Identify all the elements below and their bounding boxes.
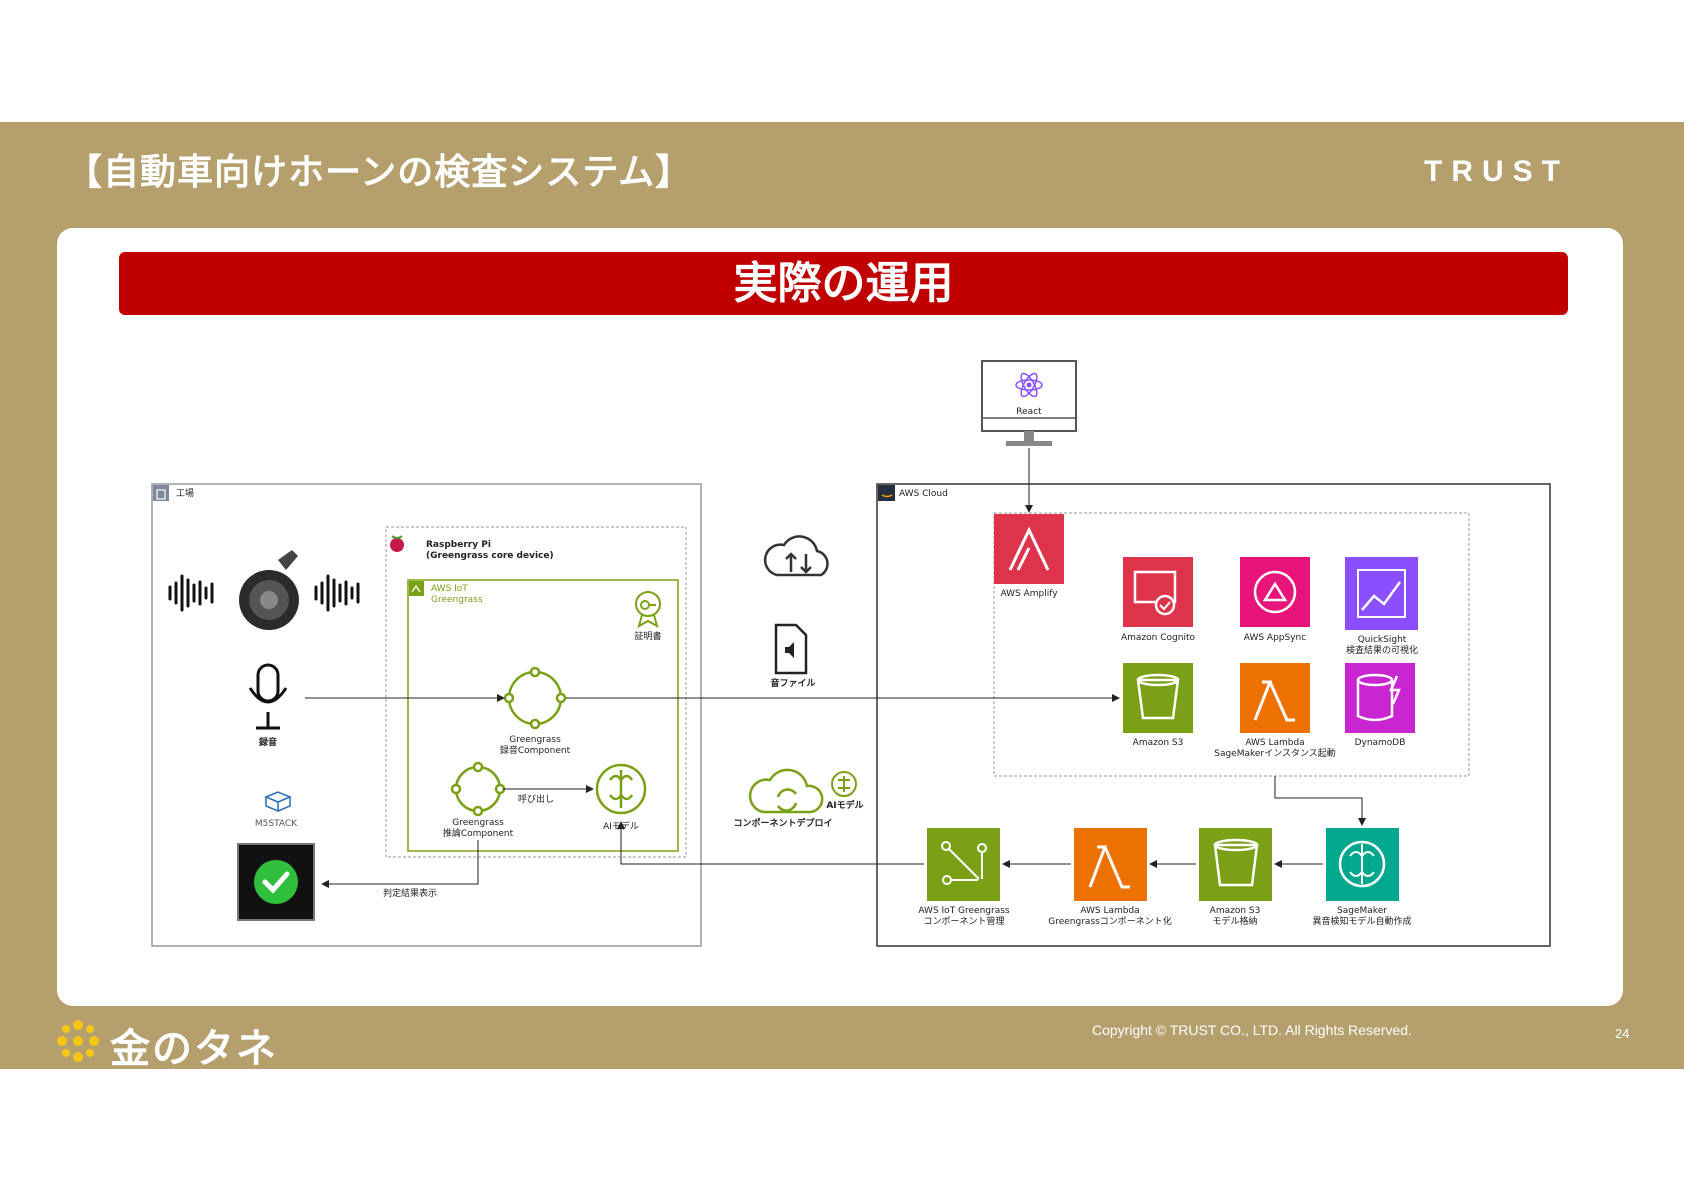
- cognito-icon: [1123, 557, 1193, 627]
- raspberry-subtitle: (Greengrass core device): [426, 551, 554, 561]
- page-number: 24: [1615, 1026, 1630, 1041]
- aws-cloud-icon: [878, 485, 895, 501]
- iot-gg-label-1: AWS IoT Greengrass: [918, 906, 1010, 916]
- call-label: 呼び出し: [518, 795, 555, 805]
- aws-cloud-label: AWS Cloud: [899, 489, 948, 499]
- connectors: [305, 448, 1366, 888]
- greengrass-recording-component-icon: [503, 666, 567, 730]
- quicksight-label-2: 検査結果の可視化: [1345, 646, 1418, 656]
- ai-model-small-icon: [831, 771, 857, 797]
- rec-component-label-2: 録音Component: [499, 746, 571, 756]
- sound-wave-right-icon: [314, 574, 360, 612]
- factory-group: [151, 483, 702, 947]
- aws-cloud-group: [876, 483, 1551, 947]
- ai-model-brain-icon: [595, 763, 647, 815]
- s3-icon: [1123, 663, 1193, 733]
- car-horn-image: [239, 550, 299, 630]
- footer-copyright: Copyright © TRUST CO., LTD. All Rights R…: [1092, 1022, 1412, 1038]
- lambda-label-1: AWS Lambda: [1245, 738, 1305, 748]
- sagemaker-icon: [1326, 828, 1399, 901]
- react-label: React: [1016, 407, 1042, 417]
- greengrass-group-icon: [409, 581, 424, 596]
- rec-component-label-1: Greengrass: [509, 735, 561, 745]
- amplify-icon: [994, 514, 1064, 584]
- greengrass-group-subtitle: Greengrass: [431, 595, 483, 605]
- certificate-label: 証明書: [634, 632, 662, 642]
- component-deploy-cloud-icon: [748, 768, 824, 814]
- greengrass-inference-component-icon: [450, 761, 506, 817]
- m5stack-label: M5STACK: [254, 819, 298, 829]
- component-deploy-label: コンポーネントデプロイ: [733, 819, 833, 829]
- amplify-label: AWS Amplify: [1000, 589, 1058, 599]
- slide-title: 【自動車向けホーンの検査システム】: [66, 152, 693, 193]
- brand-logo: TRUST: [1424, 155, 1569, 188]
- sagemaker-label-2: 異音検知モデル自動作成: [1312, 917, 1412, 927]
- cloud-upload-download-icon: [763, 535, 829, 577]
- sound-wave-left-icon: [168, 574, 214, 612]
- lambda2-label-2: Greengrassコンポーネント化: [1048, 917, 1172, 927]
- record-label: 録音: [258, 738, 277, 748]
- certificate-icon: [635, 591, 661, 629]
- sagemaker-label-1: SageMaker: [1337, 906, 1387, 916]
- arrow-result-to-m5stack: [321, 840, 479, 888]
- m5stack-screen: [237, 843, 315, 921]
- section-banner: 実際の運用: [119, 252, 1568, 315]
- factory-icon: [153, 485, 169, 501]
- arrow-iot-gg-to-ai-model: [617, 821, 924, 865]
- cognito-label: Amazon Cognito: [1121, 633, 1195, 643]
- inf-component-label-2: 推論Component: [442, 829, 514, 839]
- middle-ai-model-label: AIモデル: [826, 801, 864, 811]
- appsync-label: AWS AppSync: [1243, 633, 1307, 643]
- react-monitor-icon: [981, 360, 1077, 446]
- raspberry-title: Raspberry Pi: [426, 540, 491, 550]
- inf-component-label-1: Greengrass: [452, 818, 504, 828]
- quicksight-icon: [1345, 557, 1418, 630]
- lambda-label-2: SageMakerインスタンス起動: [1214, 749, 1336, 759]
- dynamodb-label: DynamoDB: [1354, 738, 1406, 748]
- lambda2-label-1: AWS Lambda: [1080, 906, 1140, 916]
- seed-logo-icon: [57, 1020, 99, 1062]
- m5stack-icon: [264, 791, 292, 813]
- appsync-icon: [1240, 557, 1310, 627]
- microphone-icon: [248, 663, 288, 730]
- ai-model-label: AIモデル: [603, 822, 639, 832]
- s3-label: Amazon S3: [1132, 738, 1184, 748]
- raspberry-group: [385, 526, 687, 858]
- raspberry-pi-icon: [390, 535, 404, 552]
- iot-gg-label-2: コンポーネント管理: [923, 917, 1005, 927]
- s3-model-storage-icon: [1199, 828, 1272, 901]
- s3b-label-2: モデル格納: [1212, 917, 1258, 927]
- iot-greengrass-icon: [927, 828, 1000, 901]
- audio-file-icon: [774, 623, 808, 675]
- s3b-label-1: Amazon S3: [1209, 906, 1261, 916]
- dynamodb-icon: [1345, 663, 1415, 733]
- lambda-component-icon: [1074, 828, 1147, 901]
- factory-group-label: 工場: [176, 489, 195, 499]
- footer-logo-text: 金のタネ: [110, 1026, 278, 1072]
- quicksight-label-1: QuickSight: [1357, 635, 1407, 645]
- lambda-icon: [1240, 663, 1310, 733]
- arrow-lambda-to-sagemaker: [1274, 776, 1366, 826]
- result-display-label: 判定結果表示: [382, 889, 437, 899]
- frontend-group: [993, 512, 1470, 777]
- greengrass-group: [407, 579, 679, 852]
- greengrass-group-title: AWS IoT: [431, 584, 468, 594]
- sound-file-label: 音ファイル: [770, 679, 816, 689]
